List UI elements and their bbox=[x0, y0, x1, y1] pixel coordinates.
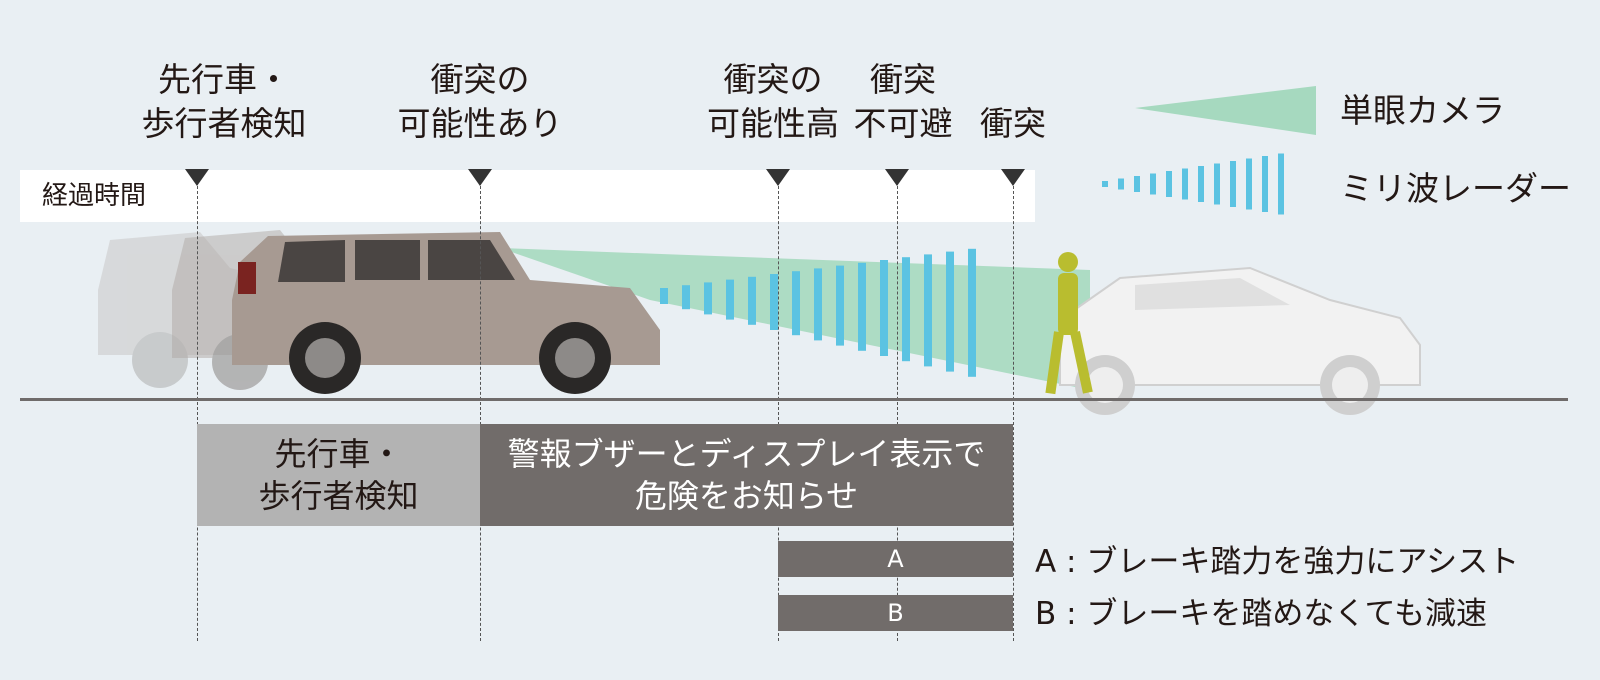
legend-camera-label: 単眼カメラ bbox=[1340, 91, 1505, 130]
timeline-marker bbox=[1001, 169, 1025, 186]
radar-wave bbox=[946, 251, 954, 372]
timeline-guide bbox=[897, 186, 898, 641]
stage-label-line: 先行車・ bbox=[158, 60, 290, 99]
brake-assist-bar: A bbox=[778, 541, 1013, 577]
timeline-marker bbox=[885, 169, 909, 186]
radar-wave bbox=[858, 262, 866, 351]
radar-beam bbox=[660, 248, 976, 377]
legend-radar-label: ミリ波レーダー bbox=[1340, 169, 1571, 208]
stage-label-high: 衝突の 可能性高 bbox=[707, 58, 839, 146]
timeline-guide bbox=[778, 186, 779, 641]
stage-label-line: 可能性高 bbox=[707, 104, 839, 143]
timeline-marker bbox=[185, 169, 209, 186]
radar-wave bbox=[704, 282, 712, 315]
stage-label-detect: 先行車・ 歩行者検知 bbox=[142, 58, 307, 146]
target-car bbox=[1059, 266, 1421, 415]
radar-wave bbox=[1262, 156, 1268, 212]
timeline-guide bbox=[1013, 186, 1014, 641]
radar-wave bbox=[902, 257, 910, 362]
legend-radar-icon bbox=[1102, 153, 1284, 215]
stage-label-line: 不可避 bbox=[853, 104, 953, 143]
phase-box-line: 危険をお知らせ bbox=[634, 477, 859, 515]
radar-wave bbox=[1102, 181, 1108, 187]
radar-wave bbox=[1118, 178, 1124, 190]
timeline-guide bbox=[480, 186, 481, 641]
radar-wave bbox=[880, 260, 888, 356]
radar-wave bbox=[792, 271, 800, 336]
stage-label-line: 可能性あり bbox=[397, 104, 563, 143]
timeline-bar: 経過時間 bbox=[20, 170, 1035, 222]
legend-camera-icon bbox=[1135, 86, 1316, 135]
note-a: A : ブレーキ踏力を強力にアシスト bbox=[1035, 544, 1520, 580]
radar-wave bbox=[1134, 176, 1140, 192]
radar-wave bbox=[1214, 163, 1220, 205]
radar-wave bbox=[726, 279, 734, 320]
radar-wave bbox=[1246, 158, 1252, 210]
note-b: B : ブレーキを踏めなくても減速 bbox=[1035, 596, 1487, 632]
timeline-guide bbox=[197, 186, 198, 641]
stage-label-line bbox=[980, 58, 1046, 102]
pedestrian bbox=[1045, 252, 1093, 395]
radar-wave bbox=[1230, 161, 1236, 207]
radar-wave bbox=[924, 254, 932, 367]
radar-wave bbox=[770, 274, 778, 330]
timeline-label: 経過時間 bbox=[42, 181, 147, 211]
radar-wave bbox=[1150, 173, 1156, 195]
radar-wave bbox=[1166, 171, 1172, 197]
phase-box-detect: 先行車・ 歩行者検知 bbox=[197, 424, 480, 526]
radar-wave bbox=[814, 268, 822, 341]
stage-label-line: 衝突 bbox=[980, 104, 1046, 143]
auto-brake-bar: B bbox=[778, 595, 1013, 631]
radar-wave bbox=[836, 265, 844, 346]
radar-wave bbox=[748, 276, 756, 325]
phase-box-line: 先行車・ bbox=[274, 435, 403, 473]
stage-label-collision: 衝突 bbox=[980, 58, 1046, 146]
phase-box-warning: 警報ブザーとディスプレイ表示で 危険をお知らせ bbox=[480, 424, 1013, 526]
ground-line bbox=[20, 398, 1568, 401]
radar-wave bbox=[1278, 153, 1284, 215]
timeline-marker bbox=[468, 169, 492, 186]
main-suv bbox=[232, 232, 660, 394]
stage-label-possible: 衝突の 可能性あり bbox=[398, 58, 563, 146]
radar-wave bbox=[682, 285, 690, 310]
radar-wave bbox=[1198, 166, 1204, 202]
radar-wave bbox=[968, 248, 976, 377]
stage-label-unavoidable: 衝突 不可避 bbox=[854, 58, 953, 146]
phase-box-line: 歩行者検知 bbox=[258, 477, 419, 515]
timeline-marker bbox=[766, 169, 790, 186]
stage-label-line: 衝突の bbox=[723, 60, 823, 99]
stage-label-line: 歩行者検知 bbox=[141, 104, 307, 143]
stage-label-line: 衝突の bbox=[430, 60, 530, 99]
phase-box-line: 警報ブザーとディスプレイ表示で bbox=[507, 435, 986, 473]
stage-label-line: 衝突 bbox=[870, 60, 936, 99]
radar-wave bbox=[660, 288, 668, 304]
radar-wave bbox=[1182, 168, 1188, 200]
